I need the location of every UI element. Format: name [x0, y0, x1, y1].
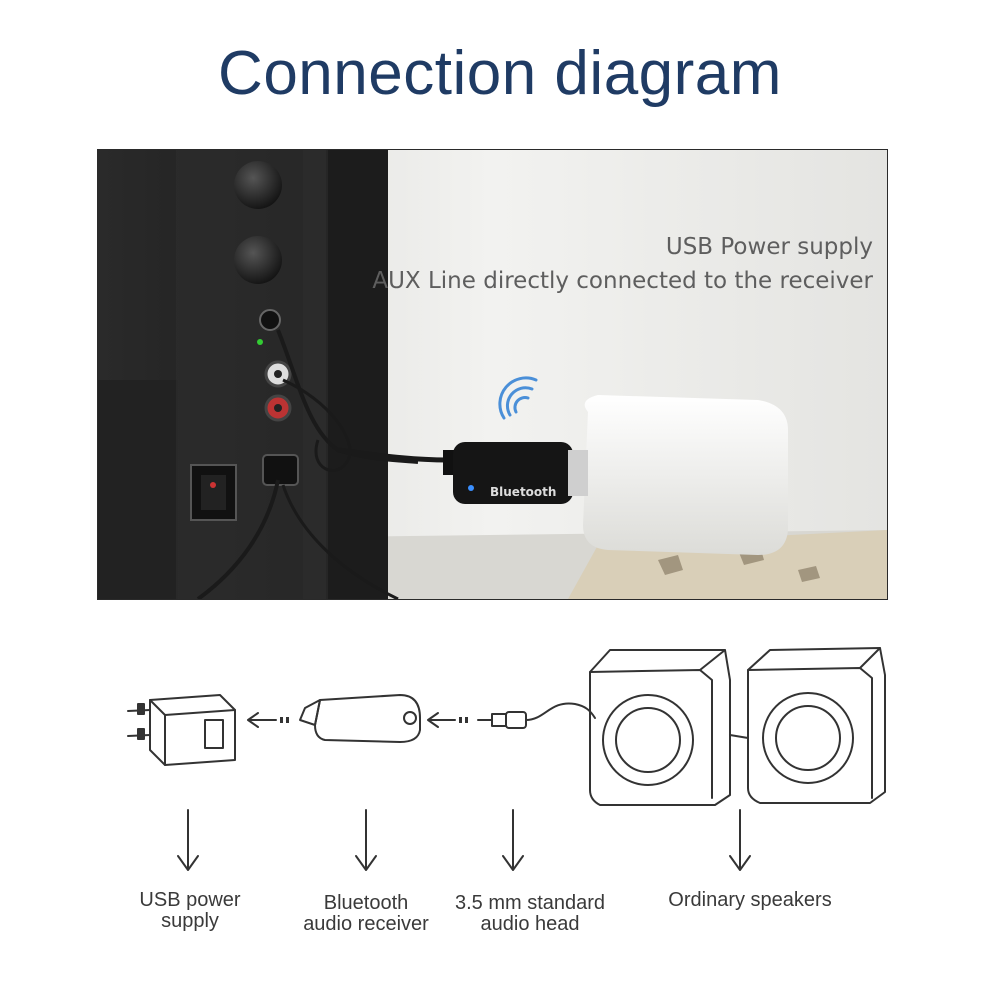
receiver-brand-text: Bluetooth: [490, 485, 556, 499]
label-bluetooth-receiver: Bluetooth audio receiver: [303, 892, 429, 935]
label-audio-head: 3.5 mm standard audio head: [454, 892, 606, 935]
photo-illustration: Bluetooth: [98, 150, 887, 599]
wireless-signal-icon: [498, 376, 538, 420]
schematic-drawing: [127, 647, 886, 871]
speaker-left-icon: [589, 649, 731, 806]
bluetooth-receiver-icon: [299, 694, 421, 743]
connection-photo: Bluetooth USB Power supply AUX Line dire…: [97, 149, 888, 600]
arrow-down-icon: [502, 809, 524, 871]
audio-jack-icon: [477, 702, 596, 729]
arrow-left-icon: [427, 712, 468, 728]
page-title: Connection diagram: [218, 39, 782, 108]
caption-aux-line: AUX Line directly connected to the recei…: [372, 268, 873, 294]
schematic-section: USB power supply Bluetooth audio receive…: [0, 600, 1000, 1000]
caption-usb-power: USB Power supply: [665, 234, 873, 260]
label-speakers: Ordinary speakers: [668, 889, 832, 911]
label-usb-power: USB power supply: [139, 889, 241, 932]
arrow-down-icon: [729, 809, 751, 871]
arrow-left-icon: [247, 712, 289, 728]
arrow-down-icon: [177, 809, 199, 871]
speaker-right-icon: [747, 647, 886, 804]
usb-power-adapter-icon: [127, 694, 236, 766]
arrow-down-icon: [355, 809, 377, 871]
